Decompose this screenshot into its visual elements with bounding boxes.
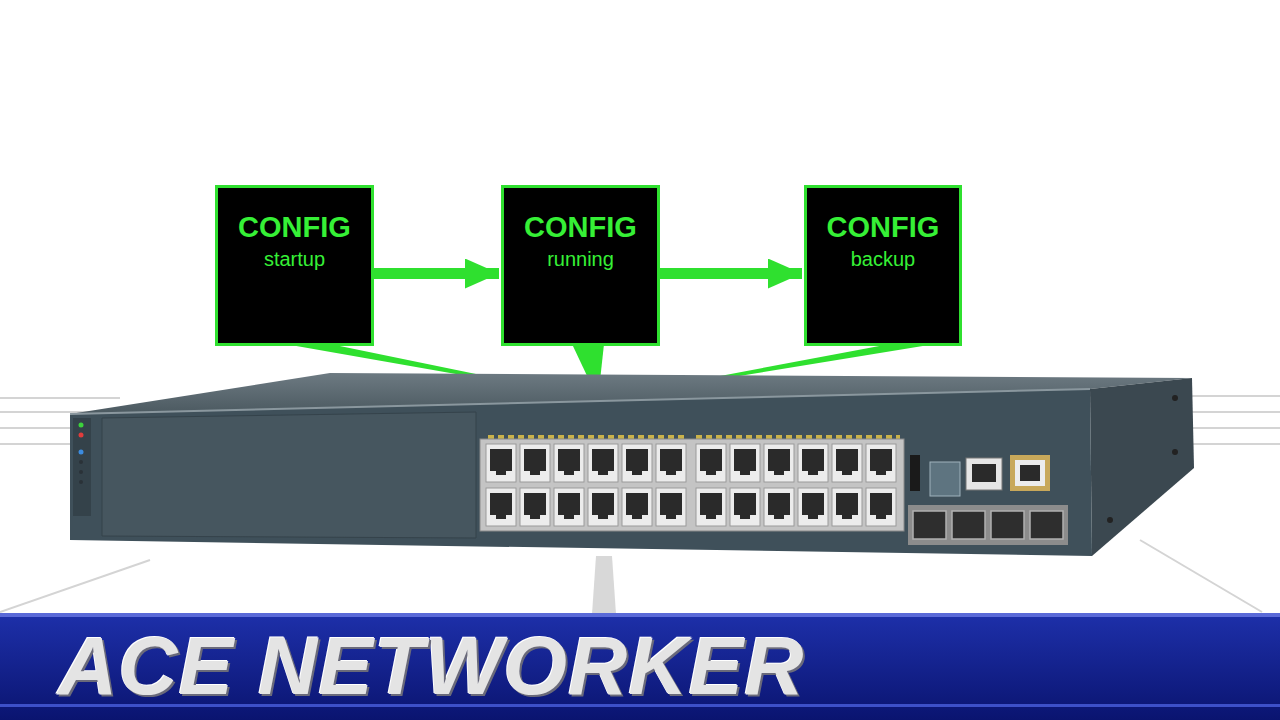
flow-arrow <box>660 268 802 279</box>
config-heading: CONFIG <box>238 210 351 244</box>
config-box: CONFIGbackup <box>804 185 962 346</box>
config-box: CONFIGrunning <box>501 185 660 346</box>
config-heading: CONFIG <box>524 210 637 244</box>
flow-arrow <box>374 268 499 279</box>
config-heading: CONFIG <box>827 210 940 244</box>
config-kind: running <box>547 246 614 272</box>
config-box: CONFIGstartup <box>215 185 374 346</box>
brand-name: ACE NETWORKER <box>58 618 804 714</box>
config-kind: startup <box>264 246 325 272</box>
config-kind: backup <box>851 246 916 272</box>
